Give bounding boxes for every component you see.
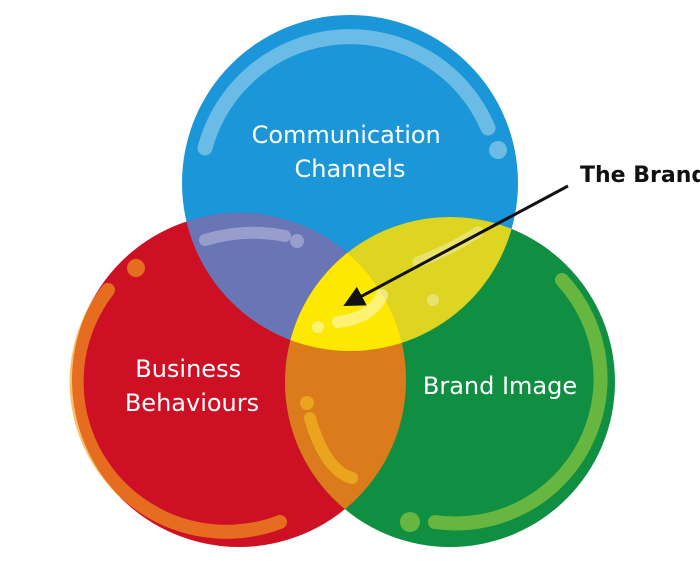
top-inner-dot [290,234,304,248]
left-highlight-arc [69,283,287,539]
top-inner-highlight [199,226,291,246]
business-behaviours-label: Business Behaviours [125,355,259,417]
brand-image-label: Brand Image [423,372,577,400]
the-brand-label: The Brand [580,163,700,188]
yellow-dot [427,294,439,306]
highlight-strokes [69,29,608,539]
communication-label-line-1: Communication [252,121,441,149]
overlap-center-the-brand [285,217,406,351]
the-brand-arrow [343,184,569,306]
orange-dot [300,396,314,410]
top-highlight-dot [489,141,507,159]
business-label-line-2: Behaviours [125,389,259,417]
center-dot [312,321,324,333]
right-highlight-dot [400,512,420,532]
communication-label-line-2: Channels [294,155,405,183]
business-label-line-1: Business [135,355,241,383]
top-highlight-arc [197,29,496,156]
right-highlight-arc [428,273,608,531]
communication-channels-label: Communication Channels [252,121,449,183]
center-highlight [332,289,388,328]
left-highlight-dot [127,259,145,277]
orange-highlight [304,412,358,484]
brand-image-label-line-1: Brand Image [423,372,577,400]
